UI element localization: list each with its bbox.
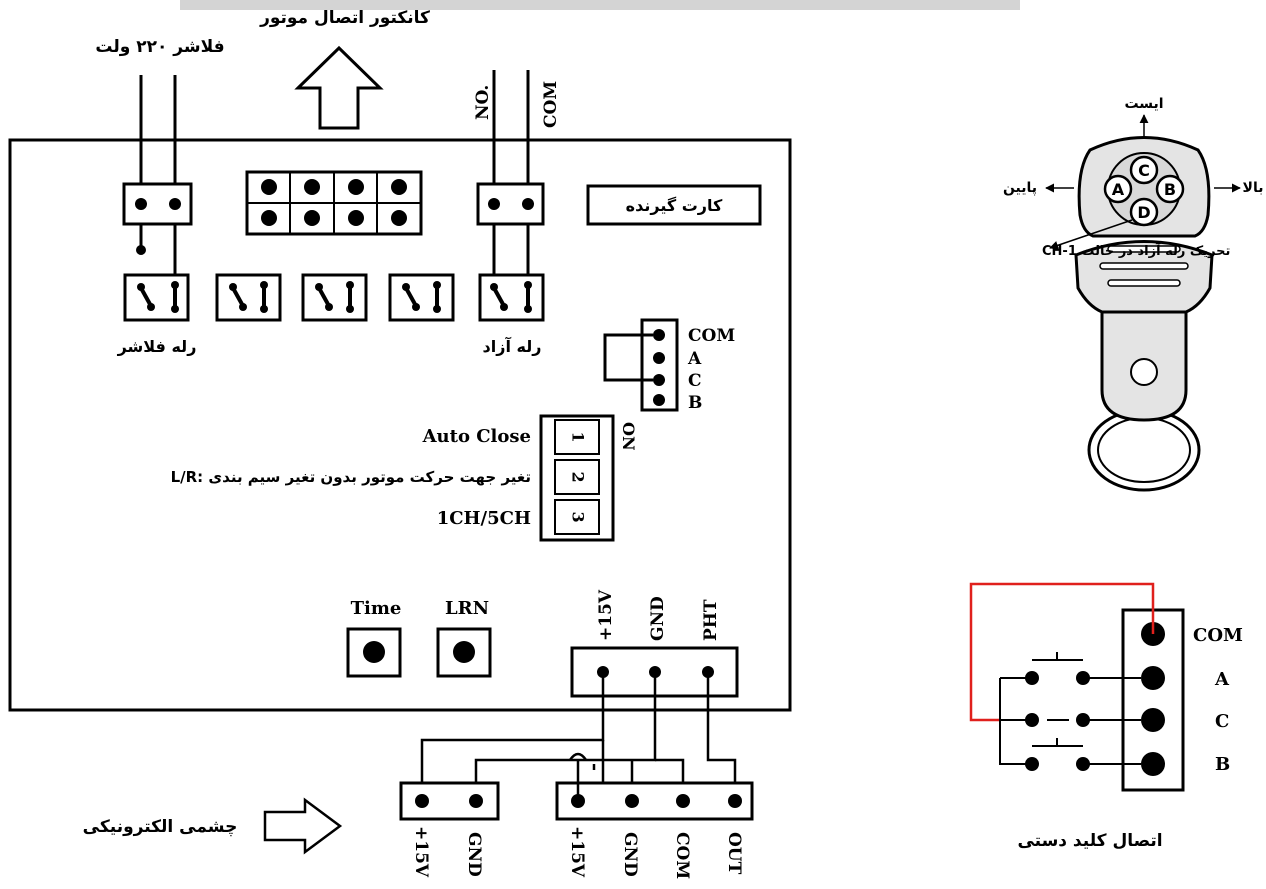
top-banner [180, 0, 1020, 10]
dip-number-2: 2 [569, 471, 588, 482]
flasher-terminal [122, 182, 193, 226]
dip-label-1ch-5ch: 1CH/5CH [437, 508, 531, 529]
red-com-wire [969, 582, 1155, 722]
motor-connector-label: کانکتور اتصال موتور [259, 8, 430, 28]
time-button[interactable] [346, 627, 402, 678]
photocell-left-15v: +15V [411, 826, 431, 878]
remote-button-b[interactable]: B [1155, 174, 1185, 204]
receiver-pin-c: C [688, 371, 702, 391]
remote-button-c[interactable]: C [1129, 155, 1159, 185]
flasher-wires [139, 75, 177, 285]
relay-2 [215, 273, 282, 322]
svg-text:D: D [1137, 203, 1150, 222]
receiver-pin-a: A [687, 349, 702, 369]
photocell-right-15v: +15V [567, 826, 587, 878]
svg-text:C: C [1138, 161, 1150, 180]
flasher-220-label: فلاشر ۲۲۰ ولت [95, 37, 224, 57]
remote-button-a[interactable]: A [1103, 174, 1133, 204]
receiver-pin-com: COM [688, 326, 735, 346]
photocell-right-gnd: GND [620, 832, 640, 877]
photocell-right-terminal [555, 781, 754, 821]
receiver-card [586, 184, 762, 226]
main-board [8, 138, 792, 712]
dip-label-auto-close: Auto Close [422, 426, 531, 447]
switch-contacts [1025, 671, 1090, 771]
photocell-wires [420, 672, 737, 800]
photocell-right-out: OUT [724, 832, 744, 875]
dip-number-1: 1 [569, 431, 588, 442]
no-label: NO. [473, 85, 493, 120]
manual-key-pin-c: C [1215, 711, 1229, 732]
wire-jump [568, 752, 588, 761]
motor-connector-block [245, 170, 423, 236]
relay-flasher [123, 273, 190, 322]
time-label: Time [351, 598, 402, 619]
free-relay-arrow [1049, 219, 1133, 250]
terminal-gnd-label: GND [648, 596, 668, 641]
remote-button-d[interactable]: D [1129, 197, 1159, 227]
terminal-15v-label: +15V [596, 589, 616, 641]
terminal-pht-label: PHT [701, 599, 721, 641]
dip-number-3: 3 [569, 511, 588, 522]
manual-key-pin-com: COM [1193, 625, 1243, 646]
photocell-arrow [263, 797, 343, 855]
dip-label-lr: L/R: تغیر جهت حرکت موتور بدون تغیر سیم ب… [171, 468, 531, 486]
remote-down-label: پایین [1003, 180, 1037, 196]
motor-connector-arrow [294, 45, 384, 130]
receiver-card-label: کارت گیرنده [626, 196, 723, 215]
remote-up-label: بالا [1243, 180, 1264, 196]
lrn-label: LRN [445, 598, 489, 619]
relay-free [478, 273, 545, 322]
flasher-relay-label: رله فلاشر [117, 337, 197, 356]
receiver-pin-header [603, 318, 679, 412]
manual-key-label: اتصال کلید دستی [1017, 831, 1162, 851]
photocell-left-gnd: GND [464, 832, 484, 877]
flasher-junction-dot [136, 245, 146, 255]
com-label: COM [541, 81, 561, 128]
photocell-label: چشمی الکترونیکی [83, 817, 238, 837]
lrn-button[interactable] [436, 627, 492, 678]
dip-switch[interactable] [539, 414, 615, 542]
receiver-pin-b: B [688, 393, 702, 413]
remote-control [1074, 136, 1214, 492]
remote-stop-label: ایست [1124, 96, 1163, 112]
svg-text:A: A [1112, 180, 1125, 199]
relay-3 [301, 273, 368, 322]
manual-key-pin-b: B [1215, 754, 1230, 775]
manual-key-pin-a: A [1214, 669, 1230, 690]
free-relay-label: رله آزاد [483, 336, 542, 356]
photocell-left-terminal [399, 781, 500, 821]
remote-free-relay-label: تحریک رله آزاد در حالت 1-CH [1042, 242, 1230, 259]
free-relay-terminal [476, 182, 545, 226]
photocell-right-com: COM [672, 832, 692, 879]
svg-text:B: B [1164, 180, 1176, 199]
manual-key-switches [999, 652, 1141, 765]
dip-on-label: ON [619, 422, 638, 451]
free-relay-wires [492, 70, 530, 285]
relay-4 [388, 273, 455, 322]
